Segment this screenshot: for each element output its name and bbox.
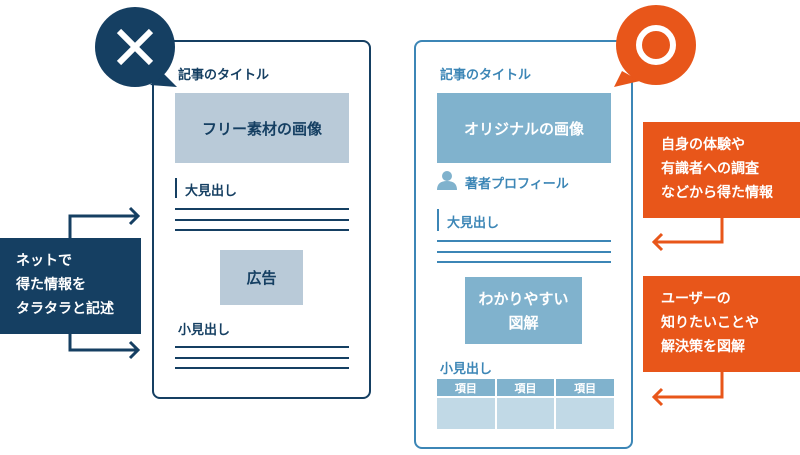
text-line (175, 367, 349, 369)
callout-line: などから得た情報 (661, 185, 773, 201)
good-heading-small: 小見出し (440, 362, 493, 377)
table-header: 項目 (437, 379, 495, 396)
table-header: 項目 (496, 379, 555, 396)
text-line (175, 357, 349, 359)
text-line (175, 219, 349, 221)
heading-bar (175, 178, 177, 198)
callout-line: 知りたいことや (661, 315, 759, 331)
table-cell (437, 398, 495, 429)
figure-placeholder: わかりやすい 図解 (465, 277, 582, 344)
summary-table: 項目 項目 項目 (437, 379, 615, 429)
callout-line: ユーザーの (661, 291, 731, 307)
good-speech-bubble (612, 5, 702, 87)
text-line (437, 240, 611, 242)
person-icon (437, 171, 457, 190)
table-cell (556, 398, 615, 429)
table-cell (496, 398, 555, 429)
circle-ok-icon (614, 5, 696, 87)
bad-speech-bubble (95, 7, 177, 87)
bad-arrows (68, 206, 141, 360)
good-arrows (651, 218, 724, 407)
bad-heading-small: 小見出し (178, 323, 231, 338)
bad-heading-large: 大見出し (185, 184, 238, 199)
author-profile: 著者プロフィール (465, 177, 569, 192)
bad-callout: ネットで 得た情報を タラタラと記述 (0, 238, 141, 334)
table-column: 項目 (556, 379, 615, 429)
text-line (175, 229, 349, 231)
figure-line: 図解 (508, 313, 539, 332)
figure-line: わかりやすい (478, 289, 569, 308)
callout-line: タラタラと記述 (16, 301, 114, 317)
ad-placeholder: 広告 (220, 250, 303, 305)
good-callout-experience: 自身の体験や 有識者への調査 などから得た情報 (643, 122, 800, 218)
bad-image-placeholder: フリー素材の画像 (175, 93, 349, 163)
text-line (175, 208, 349, 210)
table-column: 項目 (496, 379, 555, 429)
text-line (175, 346, 349, 348)
table-header: 項目 (556, 379, 615, 396)
callout-line: 得た情報を (16, 277, 86, 293)
callout-line: 解決策を図解 (661, 339, 745, 355)
table-column: 項目 (437, 379, 495, 429)
bad-article-title: 記事のタイトル (178, 68, 270, 83)
heading-bar (437, 209, 439, 231)
cross-icon (95, 7, 177, 87)
good-callout-diagram: ユーザーの 知りたいことや 解決策を図解 (643, 276, 800, 372)
text-line (437, 261, 611, 263)
callout-line: 有識者への調査 (661, 161, 759, 177)
callout-line: 自身の体験や (661, 137, 745, 153)
text-line (437, 251, 611, 253)
callout-line: ネットで (16, 253, 72, 269)
original-image-placeholder: オリジナルの画像 (437, 93, 611, 163)
good-heading-large: 大見出し (447, 216, 500, 231)
good-article-title: 記事のタイトル (440, 68, 532, 83)
